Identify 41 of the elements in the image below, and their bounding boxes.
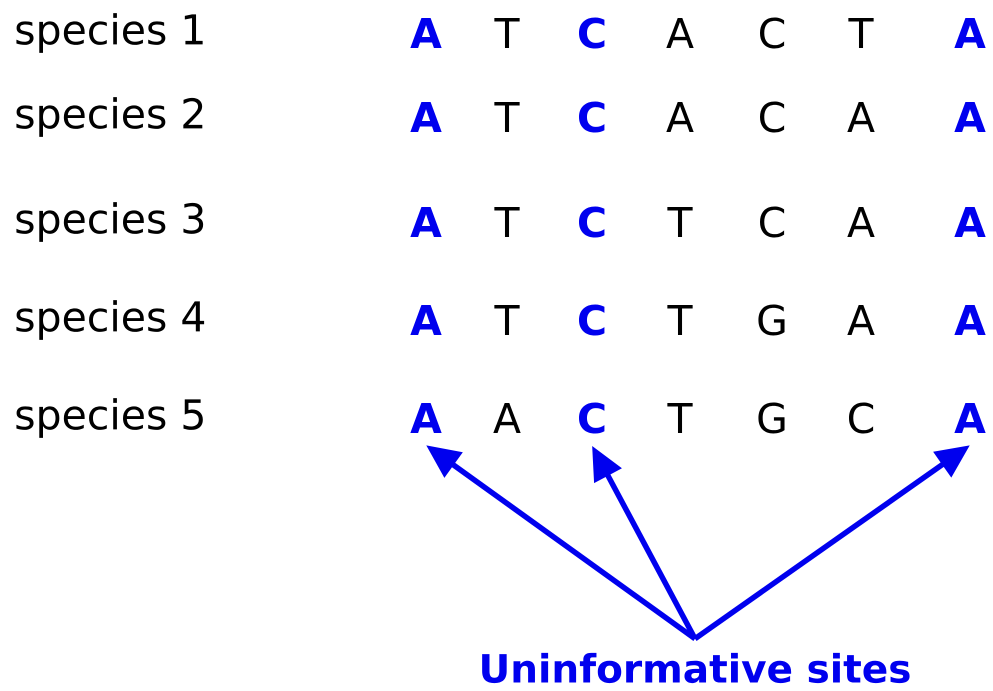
base-letter: T	[494, 207, 520, 237]
highlighted-base: C	[579, 18, 604, 48]
base-letter: T	[494, 18, 520, 48]
species-label: species 1	[16, 13, 203, 53]
base-letter: T	[667, 305, 693, 335]
highlighted-base: A	[410, 305, 442, 335]
base-letter: A	[493, 403, 521, 433]
highlighted-base: A	[954, 305, 986, 335]
base-letter: A	[666, 18, 694, 48]
highlighted-base: A	[410, 102, 442, 132]
base-letter: A	[847, 207, 875, 237]
highlighted-base: C	[579, 402, 604, 434]
base-letter: A	[847, 102, 875, 132]
highlighted-base: A	[954, 403, 986, 433]
highlighted-base: C	[579, 304, 604, 336]
highlighted-base: A	[954, 207, 986, 237]
species-label: species 2	[16, 97, 202, 137]
base-letter: C	[760, 206, 784, 238]
highlighted-base: A	[410, 403, 442, 433]
species-label: species 4	[16, 300, 204, 340]
species-label: species 3	[16, 202, 204, 242]
base-letter: A	[847, 305, 875, 335]
caption-text: Uninformative sites	[482, 652, 910, 684]
highlighted-base: A	[954, 18, 986, 48]
base-letter: A	[666, 102, 694, 132]
base-letter: G	[758, 304, 785, 336]
base-letter: T	[667, 403, 693, 433]
highlighted-base: A	[410, 18, 442, 48]
base-letter: T	[494, 102, 520, 132]
highlighted-base: C	[579, 102, 604, 132]
highlighted-base: A	[410, 207, 442, 237]
highlighted-base: C	[579, 206, 604, 238]
base-letter: T	[667, 207, 693, 237]
base-letter: T	[848, 18, 874, 48]
base-letter: G	[758, 402, 785, 434]
base-letter: C	[760, 18, 784, 48]
base-letter: T	[494, 305, 520, 335]
species-label: species 5	[16, 398, 203, 438]
base-letter: C	[760, 102, 784, 132]
highlighted-base: A	[954, 102, 986, 132]
base-letter: C	[849, 402, 874, 434]
